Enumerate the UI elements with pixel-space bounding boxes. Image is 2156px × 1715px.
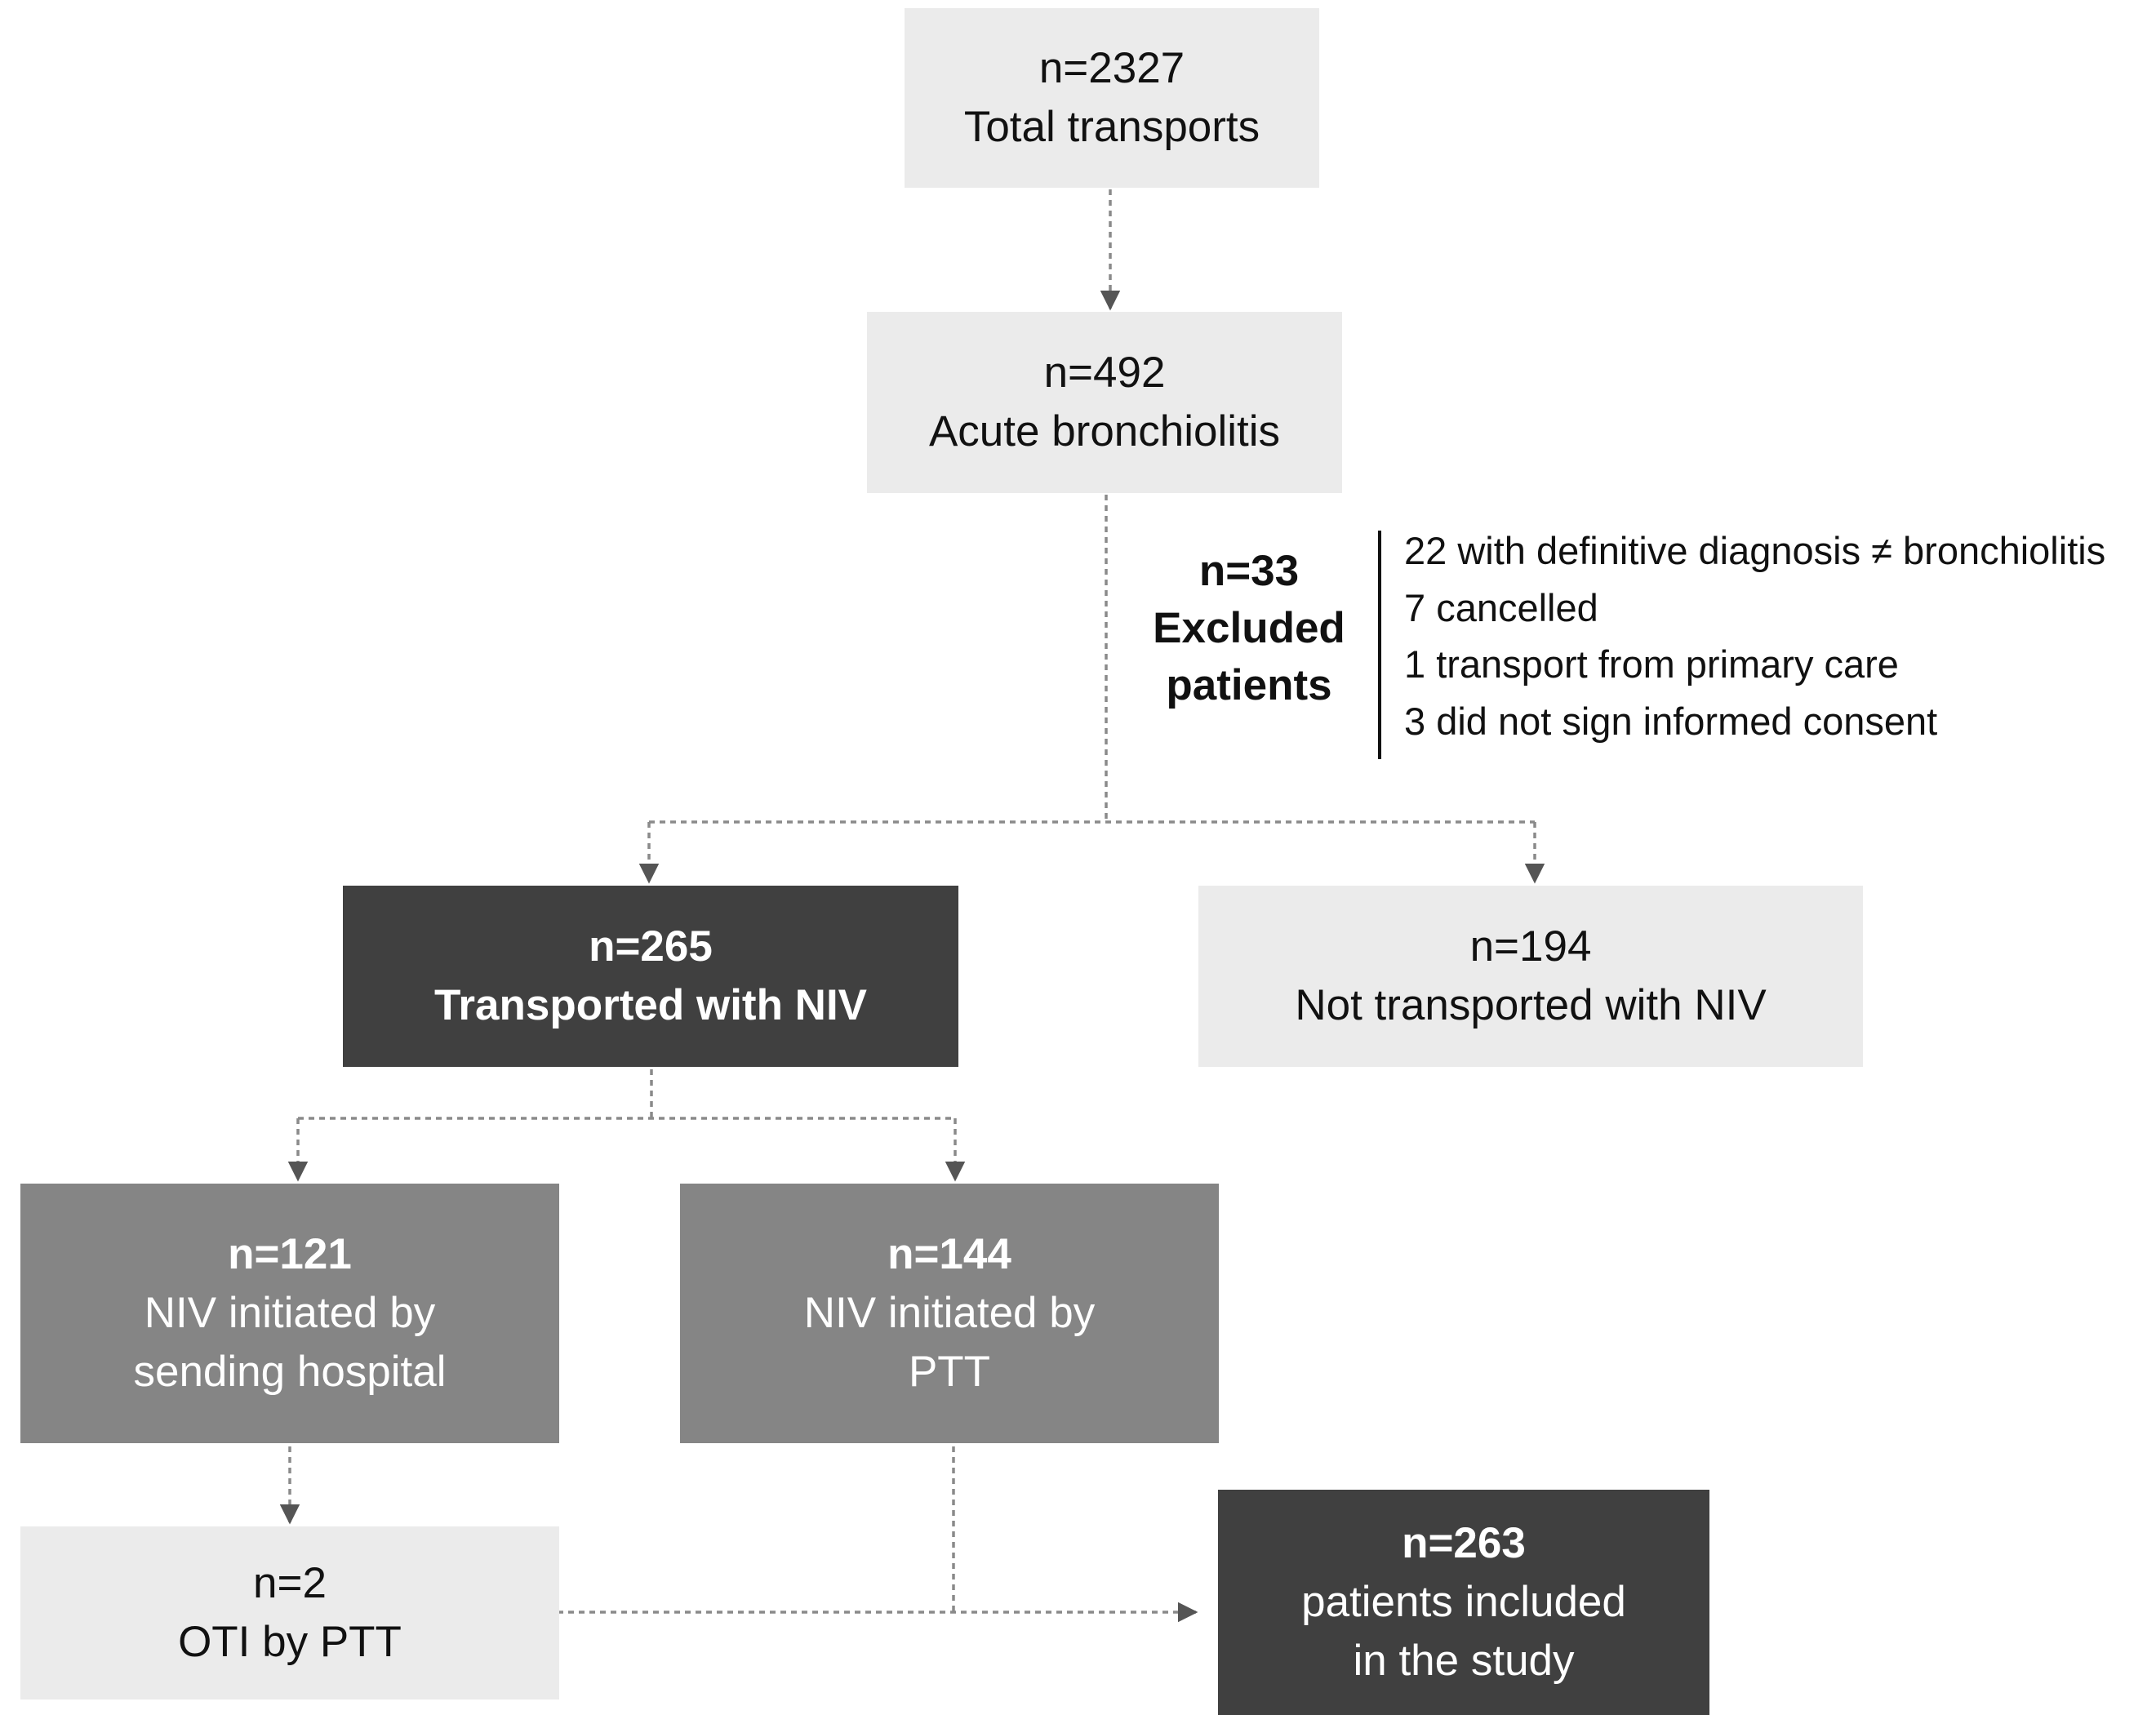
ptt-label-line1: NIV initiated by: [803, 1289, 1096, 1337]
not-transported-with-niv-box: n=194 Not transported with NIV: [1198, 886, 1863, 1067]
acute-bronchiolitis-box: n=492 Acute bronchiolitis: [867, 312, 1342, 493]
included-count: n=263: [1402, 1519, 1526, 1567]
niv-ptt-box: n=144 NIV initiated by PTT: [680, 1184, 1219, 1443]
ptt-count: n=144: [887, 1230, 1011, 1278]
sending-label-line1: NIV initiated by: [144, 1289, 436, 1337]
excluded-count: n=33: [1198, 547, 1300, 595]
acute-bronchiolitis-label: Acute bronchiolitis: [928, 407, 1281, 455]
ptt-label-line2: PTT: [908, 1348, 991, 1396]
exclusion-reason: 3 did not sign informed consent: [1404, 699, 1938, 743]
sending-label-line2: sending hospital: [133, 1348, 447, 1396]
exclusion-reasons-list: 22 with definitive diagnosis ≠ bronchiol…: [1404, 522, 2105, 749]
included-patients-box: n=263 patients included in the study: [1218, 1490, 1709, 1715]
niv-label: Transported with NIV: [433, 981, 868, 1029]
included-label-line1: patients included: [1301, 1578, 1626, 1626]
oti-label: OTI by PTT: [178, 1618, 402, 1666]
exclusion-reason: 7 cancelled: [1404, 585, 1598, 629]
oti-by-ptt-box: n=2 OTI by PTT: [20, 1526, 559, 1699]
sending-count: n=121: [228, 1230, 352, 1278]
total-transports-count: n=2327: [1038, 44, 1185, 92]
exclusion-reason: 22 with definitive diagnosis ≠ bronchiol…: [1404, 529, 2106, 572]
excluded-label-line1: Excluded: [1153, 604, 1345, 652]
excluded-label-line2: patients: [1166, 661, 1332, 709]
no-niv-count: n=194: [1469, 922, 1592, 971]
exclusion-reason: 1 transport from primary care: [1404, 642, 1899, 686]
no-niv-label: Not transported with NIV: [1295, 981, 1767, 1029]
total-transports-label: Total transports: [963, 103, 1260, 151]
included-label-line2: in the study: [1353, 1637, 1575, 1685]
acute-bronchiolitis-count: n=492: [1043, 349, 1166, 397]
niv-count: n=265: [589, 922, 713, 971]
niv-sending-hospital-box: n=121 NIV initiated by sending hospital: [20, 1184, 559, 1443]
total-transports-box: n=2327 Total transports: [905, 8, 1319, 188]
transported-with-niv-box: n=265 Transported with NIV: [343, 886, 958, 1067]
excluded-patients-label: n=33 Excluded patients: [1135, 543, 1363, 714]
oti-count: n=2: [253, 1559, 327, 1607]
